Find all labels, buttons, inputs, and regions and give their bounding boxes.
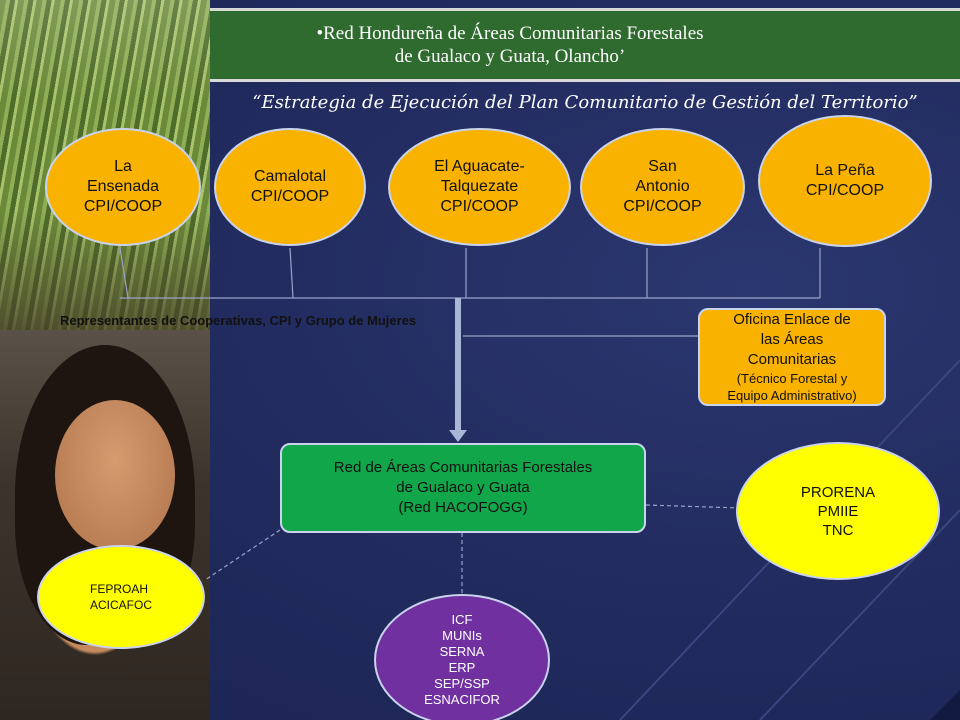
red-hacofogg-box: Red de Áreas Comunitarias Forestales de … [280,443,646,533]
node-la-pena: La Peña CPI/COOP [758,115,932,247]
child-photo-face [55,400,175,550]
oficina-enlace-label: Oficina Enlace de las Áreas Comunitarias [733,311,851,368]
node-feproah-label: FEPROAH ACICAFOC [89,582,152,612]
node-prorena: PRORENA PMIIE TNC [736,442,940,580]
node-feproah: FEPROAH ACICAFOC [37,545,205,649]
node-la-ensenada-label: La Ensenada CPI/COOP [83,158,163,215]
node-icf: ICF MUNIs SERNA ERP SEP/SSP ESNACIFOR [374,594,550,720]
node-icf-label: ICF MUNIs SERNA ERP SEP/SSP ESNACIFOR [424,612,500,707]
node-san-antonio-label: San Antonio CPI/COOP [623,158,702,215]
diagram-subtitle: “Estrategia de Ejecución del Plan Comuni… [252,92,918,113]
oficina-enlace-box: Oficina Enlace de las Áreas Comunitarias… [698,308,886,406]
oficina-enlace-sub: (Técnico Forestal y Equipo Administrativ… [727,371,857,403]
node-la-pena-label: La Peña CPI/COOP [805,162,885,199]
node-la-ensenada: La Ensenada CPI/COOP [45,128,201,246]
header-band [210,8,960,82]
node-san-antonio: San Antonio CPI/COOP [580,128,745,246]
header-title: •Red Hondureña de Áreas Comunitarias For… [210,22,810,68]
node-camalotal: Camalotal CPI/COOP [214,128,366,246]
node-camalotal-label: Camalotal CPI/COOP [250,168,330,205]
representatives-label: Representantes de Cooperativas, CPI y Gr… [60,313,417,328]
node-el-aguacate: El Aguacate- Talquezate CPI/COOP [388,128,571,246]
header-title-line1: •Red Hondureña de Áreas Comunitarias For… [316,23,704,44]
red-hacofogg-label: Red de Áreas Comunitarias Forestales de … [333,459,593,516]
header-title-line2: de Gualaco y Guata, Olancho’ [394,46,626,67]
node-prorena-label: PRORENA PMIIE TNC [800,483,876,539]
node-el-aguacate-label: El Aguacate- Talquezate CPI/COOP [434,158,525,215]
